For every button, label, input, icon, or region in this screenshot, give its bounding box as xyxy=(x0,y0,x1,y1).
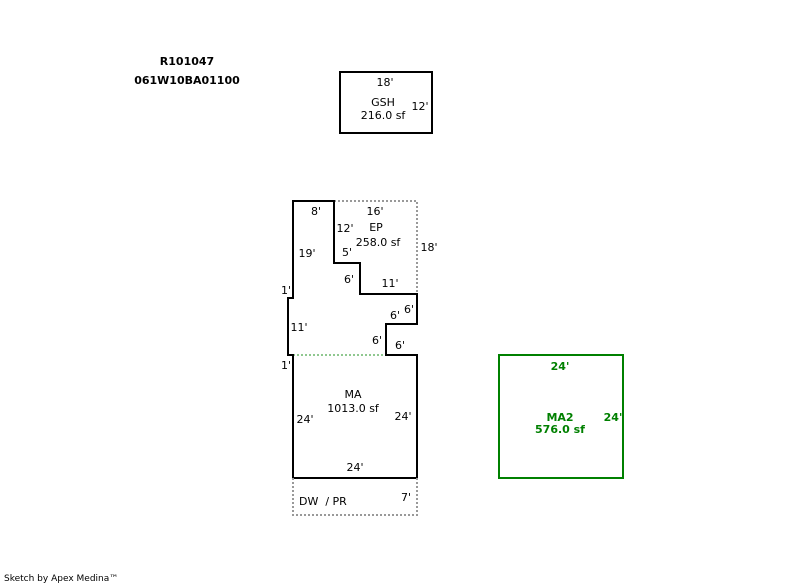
ma-dim-bottom: 24' xyxy=(346,461,363,474)
ma-dim-11: 11' xyxy=(290,321,307,334)
ep-dim-5: 5' xyxy=(342,246,352,259)
ep-dim-6: 6' xyxy=(344,273,354,286)
parcel-id: R101047 xyxy=(160,55,214,68)
ma-dim-8: 8' xyxy=(311,205,321,218)
ma-area: 1013.0 sf xyxy=(327,402,380,415)
ep-dim-top: 16' xyxy=(366,205,383,218)
ma2-dim-right: 24' xyxy=(604,411,623,424)
ma-dim-1-top: 1' xyxy=(281,284,291,297)
ma-dim-6d: 6' xyxy=(395,339,405,352)
ma2-outline xyxy=(498,354,624,479)
ma-label: MA xyxy=(344,388,361,401)
ma2-dim-top: 24' xyxy=(551,360,570,373)
ep-outline xyxy=(334,200,418,294)
sketch-credit: Sketch by Apex Medina™ xyxy=(4,574,119,584)
ep-dim-11: 11' xyxy=(381,277,398,290)
ma-dim-6b: 6' xyxy=(390,309,400,322)
ma-dim-right: 24' xyxy=(394,410,411,423)
ma-dim-1-bottom: 1' xyxy=(281,359,291,372)
gsh-dim-right: 12' xyxy=(411,100,428,113)
ep-label: EP xyxy=(369,221,383,234)
gsh-area: 216.0 sf xyxy=(361,109,407,122)
gsh-outline xyxy=(339,71,433,134)
ma2-area: 576.0 sf xyxy=(535,423,585,436)
dwpr-dim: 7' xyxy=(401,491,411,504)
map-number: 061W10BA01100 xyxy=(134,74,240,87)
ma-dim-6a: 6' xyxy=(404,303,414,316)
ma-dim-19: 19' xyxy=(298,247,315,260)
ma2-label: MA2 xyxy=(546,411,573,424)
gsh-label: GSH xyxy=(371,96,395,109)
ep-dim-right: 18' xyxy=(420,241,437,254)
gsh-dim-top: 18' xyxy=(376,76,393,89)
ma-dim-6c: 6' xyxy=(372,334,382,347)
ma-dim-left: 24' xyxy=(296,413,313,426)
ep-dim-12: 12' xyxy=(336,222,353,235)
ep-area: 258.0 sf xyxy=(356,236,402,249)
ma-outline xyxy=(287,200,418,479)
dwpr-label: DW / PR xyxy=(299,495,347,508)
